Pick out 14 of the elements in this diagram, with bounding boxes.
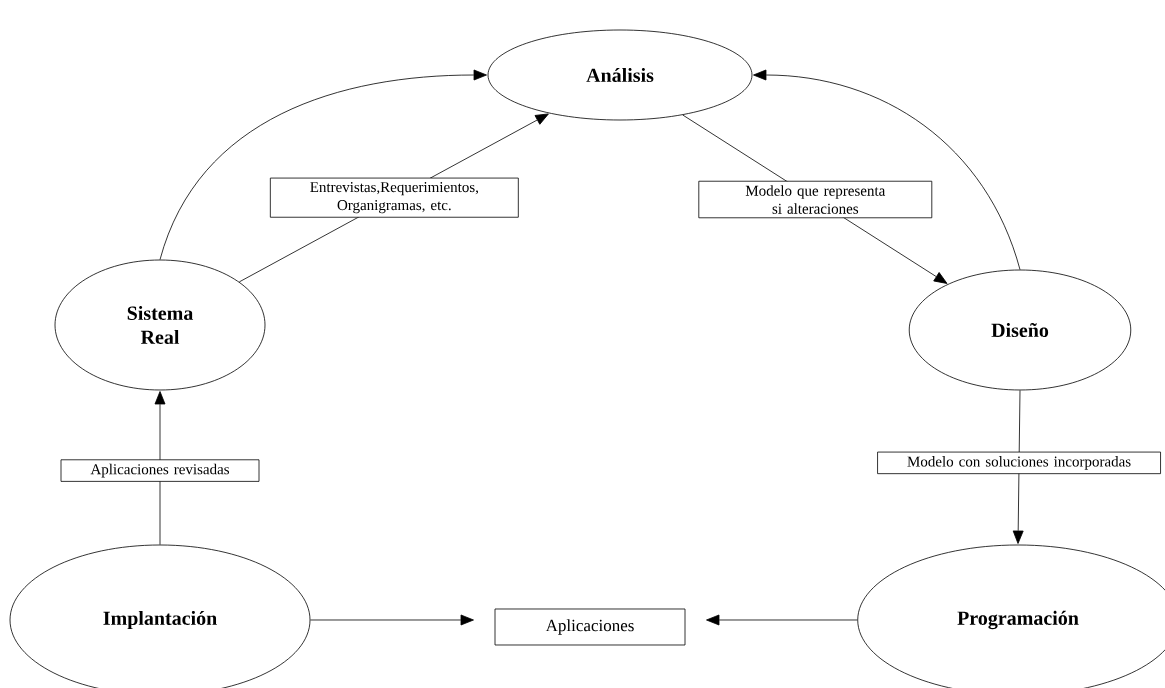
- arrow: [1012, 390, 1024, 544]
- edge-label: Modelo que representa si alteraciones: [698, 180, 933, 219]
- arrow: [154, 391, 166, 545]
- arrow: [159, 69, 487, 260]
- edge-label: Modelo con soluciones incorporadas: [877, 451, 1161, 475]
- arrow: [706, 614, 858, 626]
- edge-label: Aplicaciones revisadas: [60, 459, 260, 482]
- arrow: [310, 614, 474, 626]
- result-box: Aplicaciones: [494, 608, 686, 646]
- ellipse-node: Análisis: [487, 29, 753, 121]
- ellipse-node: Diseño: [908, 269, 1132, 391]
- ellipse-node: Sistema Real: [54, 259, 266, 391]
- edge-label: Entrevistas,Requerimientos, Organigramas, etc.: [269, 177, 519, 218]
- arrow: [753, 69, 1021, 270]
